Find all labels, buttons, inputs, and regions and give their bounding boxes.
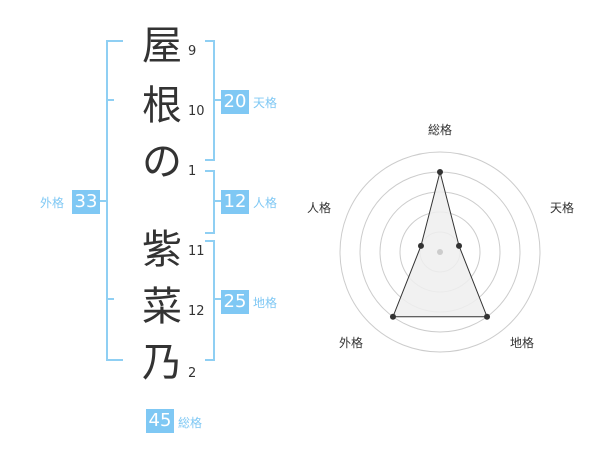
radar-axis-label-2: 地格: [510, 336, 535, 350]
radar-axis-label-3: 外格: [339, 336, 364, 350]
tenkaku-value: 20: [221, 90, 249, 114]
name-char-4: 紫: [142, 227, 182, 273]
radar-axis-label-0: 総格: [428, 123, 453, 137]
soukaku-label: 総格: [178, 416, 203, 430]
bracket-jinkaku: [205, 170, 215, 234]
stroke-count-6: 2: [188, 366, 197, 381]
bracket-tick-chikaku: [215, 298, 221, 300]
radar-axis-label-1: 天格: [550, 201, 575, 215]
radar-point-4: [417, 242, 424, 249]
name-char-3: の: [142, 139, 182, 185]
radar-point-2: [484, 313, 491, 320]
name-char-5: 菜: [142, 284, 182, 330]
radar-ring-5: [339, 151, 541, 353]
name-char-6: 乃: [142, 340, 182, 386]
soukaku-value: 45: [146, 409, 174, 433]
gaikaku-label: 外格: [40, 196, 65, 210]
radar-point-1: [456, 242, 463, 249]
bracket-tick-gaikaku: [100, 200, 106, 202]
stroke-count-4: 11: [188, 244, 205, 259]
bracket-tick-tenkaku: [215, 99, 221, 101]
stroke-count-2: 10: [188, 104, 205, 119]
bracket-chikaku: [205, 240, 215, 361]
jinkaku-value: 12: [221, 190, 249, 214]
bracket-inner-tick-a: [106, 99, 114, 101]
radar-point-3: [389, 313, 396, 320]
radar-center-dot: [437, 249, 443, 255]
gaikaku-value: 33: [72, 190, 100, 214]
name-char-1: 屋: [142, 23, 182, 69]
name-char-2: 根: [142, 83, 182, 129]
jinkaku-label: 人格: [253, 196, 278, 210]
radar-polygon: [392, 171, 488, 318]
bracket-gaikaku: [106, 40, 123, 361]
bracket-inner-tick-b: [106, 298, 114, 300]
radar-axis-label-4: 人格: [307, 201, 332, 215]
stroke-count-1: 9: [188, 44, 197, 59]
stroke-count-3: 1: [188, 164, 197, 179]
radar-point-0: [437, 169, 443, 175]
bracket-tick-jinkaku: [215, 200, 221, 202]
chikaku-label: 地格: [253, 296, 278, 310]
chikaku-value: 25: [221, 290, 249, 314]
bracket-tenkaku: [205, 40, 215, 161]
tenkaku-label: 天格: [253, 96, 278, 110]
stroke-count-5: 12: [188, 304, 205, 319]
